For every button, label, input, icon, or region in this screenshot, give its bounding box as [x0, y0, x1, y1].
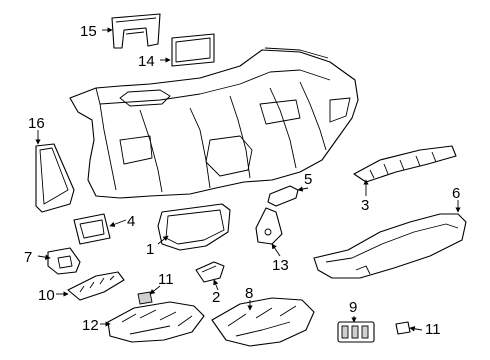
part-1-cluster-panel	[157, 203, 231, 251]
callout-4: 4	[127, 213, 135, 230]
part-6-lower-panel	[313, 213, 467, 279]
callout-15: 15	[80, 23, 97, 40]
callout-6: 6	[452, 185, 460, 202]
callout-7: 7	[24, 249, 32, 266]
part-11-clip-left	[137, 291, 153, 305]
callout-labels: 15 14 16 5 3 6 4 1 7 13 11 10 2 8 9 12 1…	[24, 23, 460, 338]
leader-lines	[35, 27, 461, 332]
callout-11-right: 11	[425, 321, 441, 338]
callout-14: 14	[138, 53, 155, 70]
callout-2: 2	[212, 289, 220, 306]
part-9-switch	[337, 321, 375, 343]
part-12-reinforcement	[107, 301, 205, 343]
callout-3: 3	[361, 197, 369, 214]
callout-13: 13	[272, 257, 289, 274]
part-13-bracket	[255, 207, 283, 245]
callout-9: 9	[349, 299, 357, 316]
part-11-clip-right	[395, 321, 411, 335]
callout-1: 1	[146, 241, 154, 258]
part-4-register	[73, 213, 111, 245]
instrument-panel-main	[69, 47, 359, 199]
part-16-side-panel	[35, 143, 75, 213]
callout-12: 12	[82, 317, 99, 334]
callout-5: 5	[304, 171, 312, 188]
part-15-bracket	[111, 13, 161, 49]
part-3-register	[353, 145, 457, 183]
part-8-glove-box	[211, 297, 315, 347]
part-2-duct	[195, 261, 225, 283]
callout-11-left: 11	[158, 271, 174, 288]
callout-16: 16	[28, 115, 45, 132]
part-5-bracket	[267, 185, 299, 207]
callout-8: 8	[245, 285, 253, 302]
part-14-display	[171, 33, 215, 67]
part-10-duct	[67, 271, 125, 301]
callout-10: 10	[38, 287, 55, 304]
part-7-clip	[47, 247, 81, 275]
